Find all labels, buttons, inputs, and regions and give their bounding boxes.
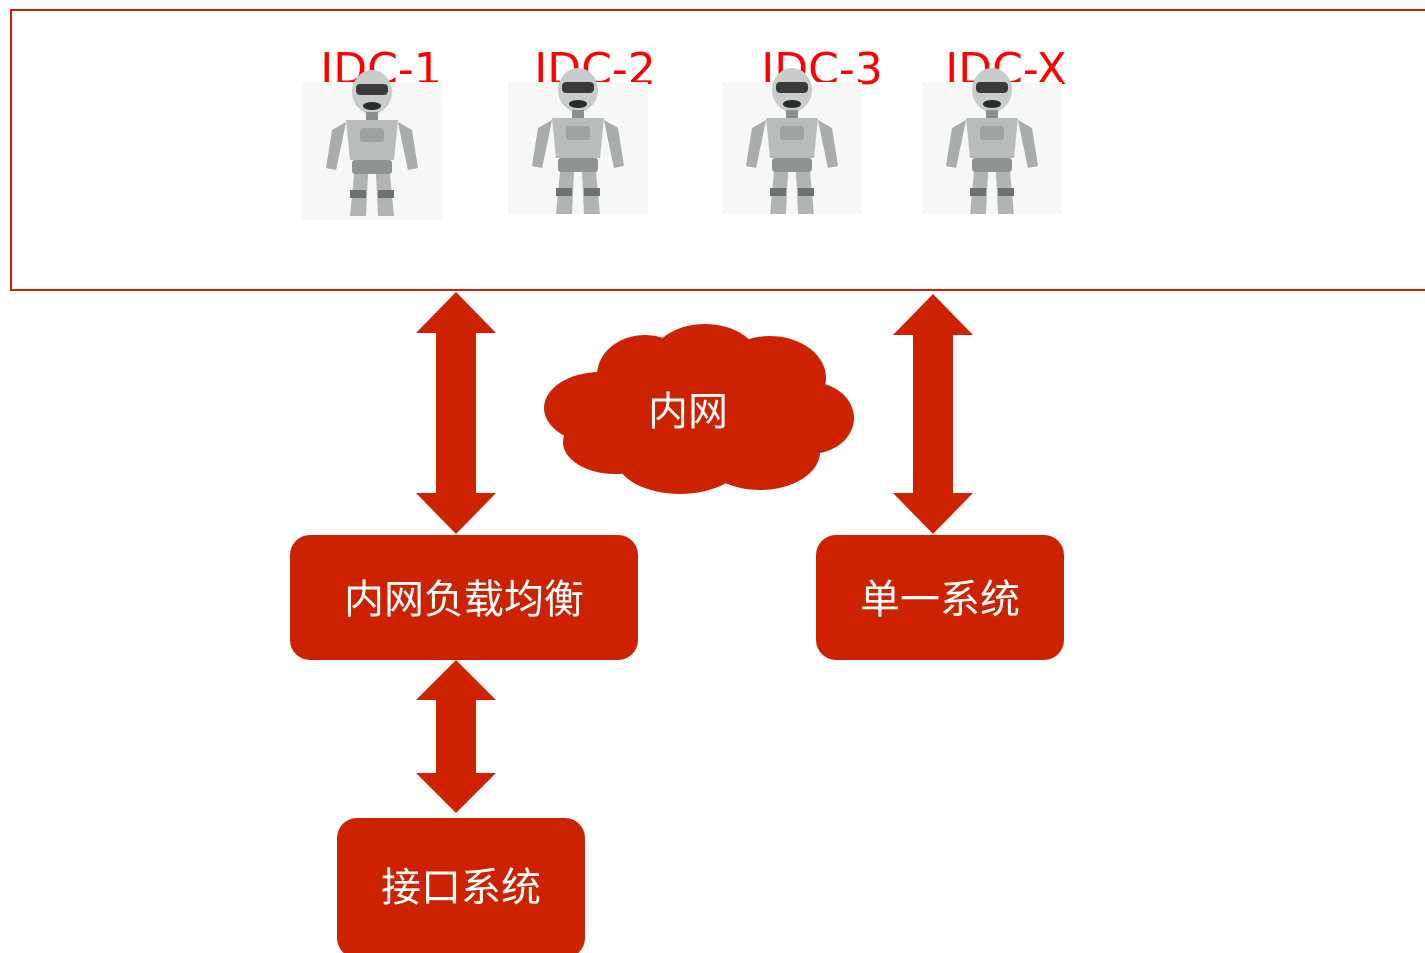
idc-server-1: IDC-1: [302, 44, 442, 220]
load-balancer-label: 内网负载均衡: [344, 577, 584, 623]
single-system-node: 单一系统: [816, 535, 1064, 660]
double-arrow-cluster-single-system: [893, 294, 973, 534]
intranet-cloud: 内网: [544, 324, 854, 494]
idc-server-2: IDC-2: [508, 44, 656, 214]
interface-system-node: 接口系统: [337, 818, 585, 953]
interface-system-label: 接口系统: [381, 865, 541, 911]
double-arrow-cluster-loadbalancer: [416, 292, 496, 534]
cloud-icon: [544, 324, 854, 494]
idc-server-x: IDC-X: [922, 44, 1067, 214]
load-balancer-node: 内网负载均衡: [290, 535, 638, 660]
idc-server-3: IDC-3: [722, 44, 883, 214]
double-arrow-loadbalancer-interface: [416, 660, 496, 813]
intranet-label: 内网: [648, 389, 728, 435]
idc-cluster-box: [10, 9, 1425, 291]
single-system-label: 单一系统: [860, 577, 1020, 623]
